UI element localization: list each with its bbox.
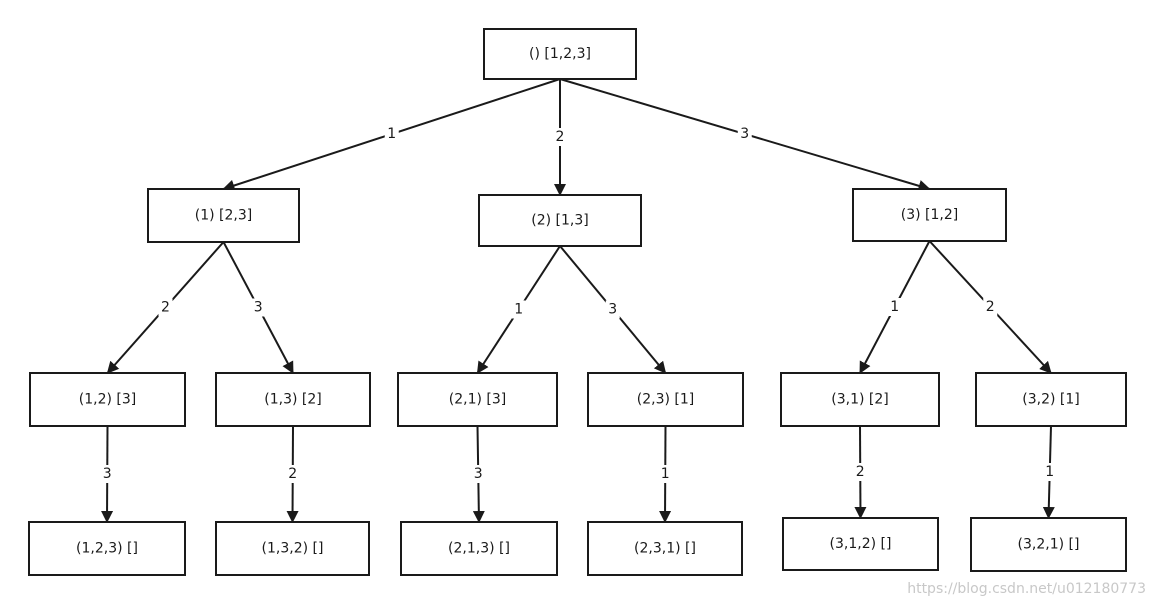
node-box (397, 372, 558, 427)
watermark-text: https://blog.csdn.net/u012180773 (907, 581, 1146, 597)
tree-node-n31: (3,1) [2] (780, 372, 940, 427)
tree-node-n213: (2,1,3) [] (400, 521, 558, 576)
node-label: (3,2) [1] (1022, 392, 1079, 408)
node-box (587, 372, 744, 427)
node-box (28, 521, 186, 576)
edge-n3-n32: 2 (928, 240, 1052, 374)
edge-label: 1 (890, 299, 899, 315)
edge-label-background (737, 125, 752, 143)
node-label: (2,1,3) [] (448, 541, 510, 557)
edge-root-n1: 1 (222, 78, 561, 192)
node-box (970, 517, 1127, 572)
node-label: (1,3,2) [] (262, 541, 324, 557)
edge-n3-n31: 1 (859, 240, 931, 374)
edge-n2-n23: 3 (559, 245, 667, 374)
edge-label: 3 (740, 126, 749, 142)
edge-label-background (511, 300, 526, 319)
edge-n1-n13: 3 (222, 241, 294, 374)
node-box (587, 521, 743, 576)
node-box (478, 194, 642, 247)
node-box (29, 372, 186, 427)
node-label: (1,2,3) [] (76, 541, 138, 557)
tree-node-n23: (2,3) [1] (587, 372, 744, 427)
tree-node-n321: (3,2,1) [] (970, 517, 1127, 572)
edge-label: 2 (986, 299, 995, 315)
edge-n12-n123: 3 (100, 425, 115, 523)
node-label: (3,1,2) [] (830, 536, 892, 552)
node-label: (1) [2,3] (195, 208, 252, 224)
node-label: (2,3) [1] (637, 392, 694, 408)
node-box (215, 372, 371, 427)
edge-n2-n21: 1 (476, 245, 561, 374)
edge-label-background (553, 128, 567, 146)
node-box (215, 521, 370, 576)
edge-label: 2 (856, 464, 865, 480)
node-label: (3,1) [2] (831, 392, 888, 408)
node-box (147, 188, 300, 243)
edge-label: 2 (288, 466, 297, 482)
node-box (483, 28, 637, 80)
edge-label-background (887, 298, 902, 316)
edge-label-background (285, 465, 300, 483)
tree-node-n1: (1) [2,3] (147, 188, 300, 243)
tree-node-n21: (2,1) [3] (397, 372, 558, 427)
edge-root-n2: 2 (553, 79, 567, 196)
tree-node-n13: (1,3) [2] (215, 372, 371, 427)
tree-node-root: () [1,2,3] (483, 28, 637, 80)
tree-node-n231: (2,3,1) [] (587, 521, 743, 576)
tree-node-n312: (3,1,2) [] (782, 517, 939, 571)
edge-label-background (471, 465, 486, 483)
edge-label-background (251, 298, 266, 317)
node-label: () [1,2,3] (529, 46, 591, 62)
edge-root-n3: 3 (559, 78, 931, 192)
node-label: (2) [1,3] (531, 213, 588, 229)
tree-node-n12: (1,2) [3] (29, 372, 186, 427)
edge-label-background (100, 465, 115, 483)
edge-label: 2 (161, 300, 170, 316)
tree-node-n132: (1,3,2) [] (215, 521, 370, 576)
node-box (780, 372, 940, 427)
tree-node-n32: (3,2) [1] (975, 372, 1127, 427)
node-label: (2,1) [3] (449, 392, 506, 408)
edge-label: 2 (556, 129, 565, 145)
edge-label: 3 (608, 302, 617, 318)
edge-label-background (983, 298, 998, 316)
edge-label: 1 (661, 466, 670, 482)
tree-node-n2: (2) [1,3] (478, 194, 642, 247)
node-label: (3) [1,2] (901, 207, 958, 223)
edge-label-background (158, 298, 173, 317)
edge-label-background (853, 463, 868, 481)
node-label: (1,3) [2] (264, 392, 321, 408)
edge-n13-n132: 2 (285, 425, 300, 523)
tree-node-n123: (1,2,3) [] (28, 521, 186, 576)
tree-node-n3: (3) [1,2] (852, 188, 1007, 242)
node-label: (1,2) [3] (79, 392, 136, 408)
edge-n32-n321: 1 (1042, 425, 1057, 519)
edge-label: 1 (1045, 464, 1054, 480)
edge-label-background (384, 125, 399, 143)
edge-n31-n312: 2 (853, 425, 868, 519)
edge-label: 3 (103, 466, 112, 482)
edge-n1-n12: 2 (106, 241, 225, 374)
edge-label: 3 (474, 466, 483, 482)
edge-label-background (1042, 463, 1057, 481)
node-label: (3,2,1) [] (1018, 537, 1080, 553)
edge-label: 3 (254, 300, 263, 316)
edge-n21-n213: 3 (471, 425, 486, 523)
edge-label-background (658, 465, 673, 483)
node-label: (2,3,1) [] (634, 541, 696, 557)
edge-label: 1 (387, 126, 396, 142)
node-box (782, 517, 939, 571)
node-box (400, 521, 558, 576)
edge-label: 1 (514, 302, 523, 318)
edge-label-background (605, 300, 620, 319)
node-box (852, 188, 1007, 242)
node-box (975, 372, 1127, 427)
edge-n23-n231: 1 (658, 425, 673, 523)
